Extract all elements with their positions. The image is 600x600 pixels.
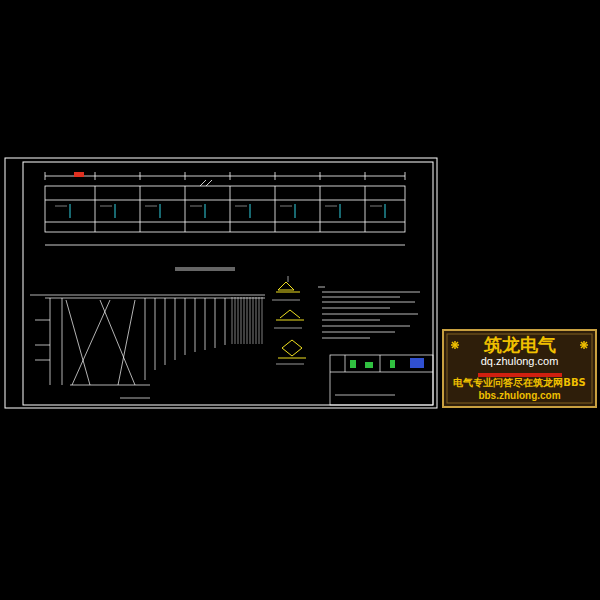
brand-title: 筑龙电气 [443, 335, 596, 356]
forum-url: bbs.zhulong.com [443, 390, 596, 402]
watermark-box: 筑龙电气dq.zhulong.com 电气专业问答尽在筑龙网BBSbbs.zhul… [443, 330, 596, 407]
site-url: dq.zhulong.com [443, 355, 596, 368]
forum-slogan: 电气专业问答尽在筑龙网BBS [443, 377, 596, 389]
